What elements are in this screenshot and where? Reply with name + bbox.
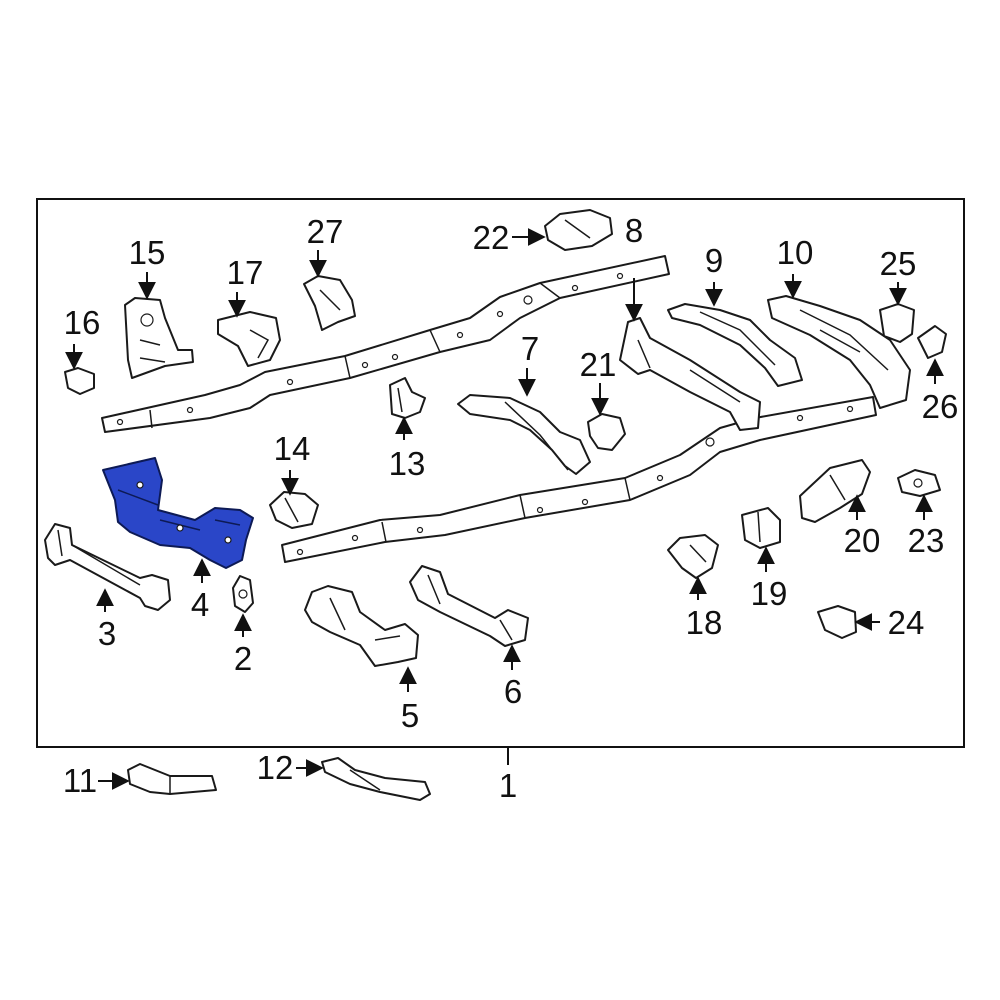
part-10-crossmember <box>767 295 911 409</box>
part-19-bracket <box>741 507 781 549</box>
callout-16: 16 <box>64 304 101 341</box>
callout-15: 15 <box>129 234 166 271</box>
callout-13: 13 <box>389 445 426 482</box>
callout-7: 7 <box>521 330 539 367</box>
assembly-border <box>36 198 965 748</box>
part-16-clip <box>64 367 95 395</box>
callout-3: 3 <box>98 615 116 652</box>
part-4-highlight <box>102 457 254 569</box>
callout-6: 6 <box>504 673 522 710</box>
part-17-bracket <box>217 311 281 367</box>
part-23-bracket <box>897 469 941 497</box>
part-9-crossmember <box>667 303 803 387</box>
callout-12: 12 <box>257 749 294 786</box>
callout-11: 11 <box>63 762 97 799</box>
part-18-bracket <box>667 534 719 579</box>
part-27-bracket <box>303 275 356 331</box>
callout-14: 14 <box>274 430 311 467</box>
callout-9: 9 <box>705 242 723 279</box>
callout-27: 27 <box>307 213 344 250</box>
callout-22: 22 <box>473 219 510 256</box>
callout-24: 24 <box>888 604 925 641</box>
part-21-bracket <box>587 413 626 451</box>
callout-19: 19 <box>751 575 788 612</box>
part-14-bracket <box>269 491 319 529</box>
part-6-mount-bracket <box>409 565 529 647</box>
leader-arrows <box>65 228 944 790</box>
callout-2: 2 <box>234 640 252 677</box>
callout-25: 25 <box>880 245 917 282</box>
part-12-bracket <box>321 757 431 801</box>
callout-8: 8 <box>625 212 643 249</box>
part-26-bracket <box>917 325 947 359</box>
part-2-bracket <box>232 575 254 613</box>
callout-20: 20 <box>844 522 881 559</box>
part-22-bracket <box>544 209 613 251</box>
callout-4: 4 <box>191 586 209 623</box>
callout-23: 23 <box>908 522 945 559</box>
part-11-bracket <box>127 763 217 795</box>
part-15-bracket <box>124 297 194 379</box>
part-20-bracket <box>799 459 871 523</box>
part-24-bracket <box>817 605 857 639</box>
part-5-mount-bracket <box>304 585 419 667</box>
lower-frame-rail <box>281 396 877 563</box>
upper-frame-rail <box>101 255 670 433</box>
part-7-crossmember <box>457 394 591 475</box>
callout-18: 18 <box>686 604 723 641</box>
part-3-crossmember <box>44 523 171 611</box>
part-25-bracket <box>879 303 915 343</box>
part-13-bracket <box>389 377 426 419</box>
callout-21: 21 <box>580 346 617 383</box>
callout-1: 1 <box>499 767 517 804</box>
callout-labels: 1 2 3 4 5 6 7 8 9 10 11 12 13 14 15 16 1… <box>63 212 958 804</box>
callout-17: 17 <box>227 254 264 291</box>
part-4-front-crossmember <box>102 457 254 569</box>
callout-10: 10 <box>777 234 814 271</box>
callout-5: 5 <box>401 697 419 734</box>
callout-26: 26 <box>922 388 959 425</box>
